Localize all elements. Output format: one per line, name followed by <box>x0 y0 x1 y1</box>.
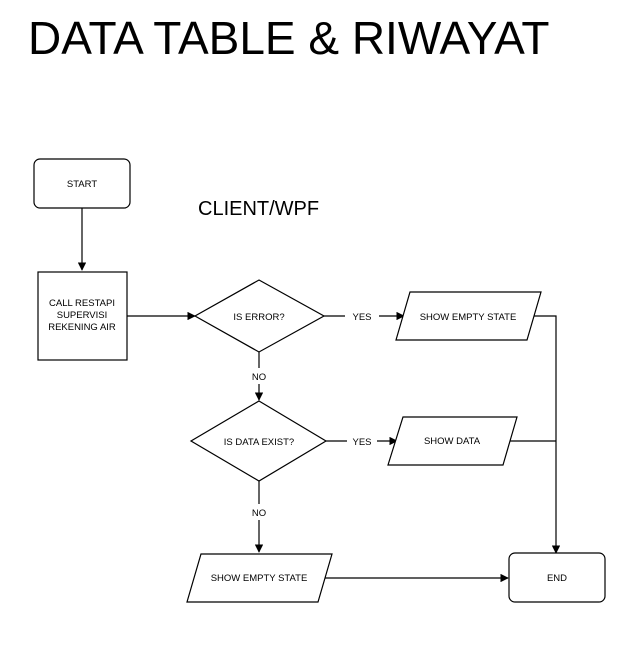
call-node-line-3: REKENING AIR <box>48 322 116 333</box>
show-empty-state-2-label: SHOW EMPTY STATE <box>211 573 308 584</box>
is-data-exist-decision: IS DATA EXIST? <box>189 400 328 482</box>
edge-label-data-no: NO <box>252 508 266 519</box>
start-node: START <box>33 158 131 209</box>
call-node-line-2: SUPERVISI <box>57 310 108 321</box>
edge-empty-state-1-to-end <box>532 315 561 554</box>
edge-label-error-yes: YES <box>352 312 371 323</box>
show-data-label: SHOW DATA <box>424 436 481 447</box>
show-empty-state-node-1: SHOW EMPTY STATE <box>395 291 542 341</box>
end-node-label: END <box>547 573 567 584</box>
start-node-label: START <box>67 179 97 190</box>
call-restapi-node: CALL RESTAPI SUPERVISI REKENING AIR <box>37 271 128 361</box>
end-node: END <box>508 552 606 603</box>
call-node-line-1: CALL RESTAPI <box>49 298 115 309</box>
show-empty-state-1-label: SHOW EMPTY STATE <box>420 312 517 323</box>
is-error-label: IS ERROR? <box>233 312 284 323</box>
edge-label-data-yes: YES <box>352 437 371 448</box>
show-empty-state-node-2: SHOW EMPTY STATE <box>186 553 333 603</box>
is-error-decision: IS ERROR? <box>193 279 326 353</box>
page-title: DATA TABLE & RIWAYAT <box>28 12 549 64</box>
diagram-subtitle: CLIENT/WPF <box>198 198 319 220</box>
edge-label-error-no: NO <box>252 372 266 383</box>
is-data-exist-label: IS DATA EXIST? <box>224 437 294 448</box>
show-data-node: SHOW DATA <box>387 416 518 466</box>
